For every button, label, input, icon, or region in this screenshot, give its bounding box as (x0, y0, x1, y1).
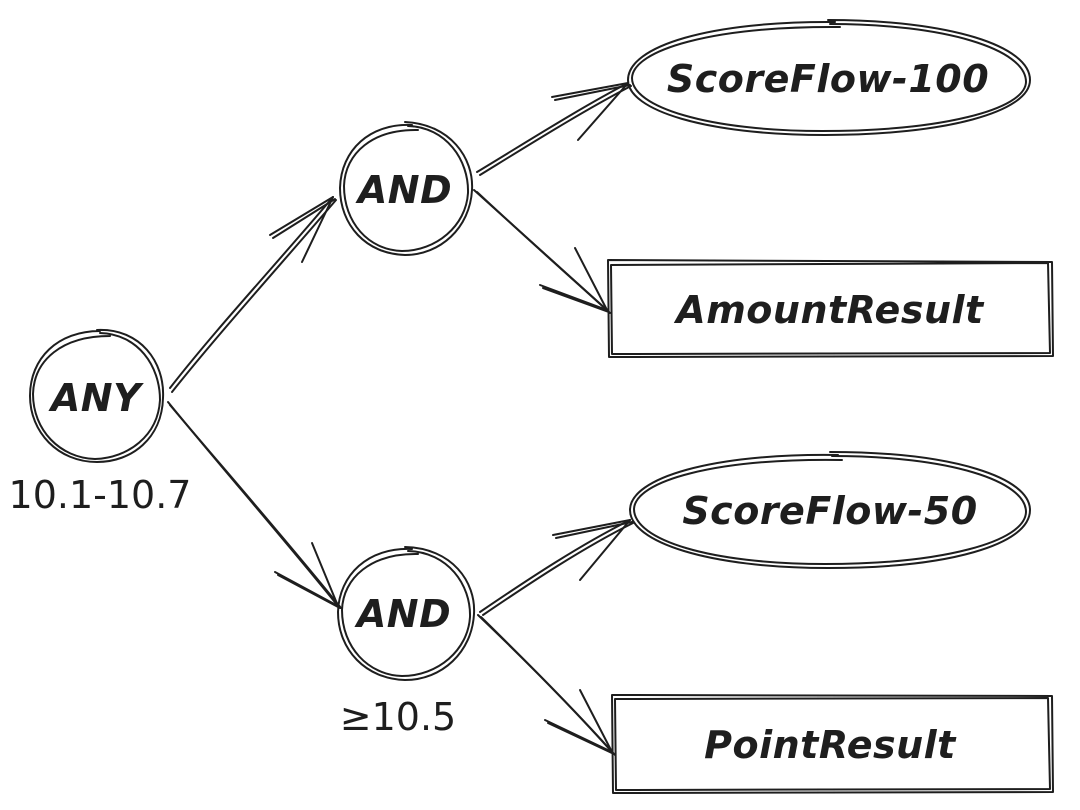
connector-and-bottom-to-pointresult (477, 614, 616, 756)
root-node-label: ANY (48, 376, 144, 420)
scoreflow-100-label: ScoreFlow-100 (667, 57, 989, 101)
connector-and-top-to-amountresult (473, 189, 611, 314)
arrowhead (539, 247, 610, 313)
arrowhead (269, 196, 336, 263)
root-node-annotation: 10.1-10.7 (9, 473, 192, 517)
arrowhead (552, 519, 633, 581)
pointresult-label: PointResult (704, 723, 957, 767)
scoreflow-50-label: ScoreFlow-50 (682, 489, 977, 533)
and-node-bottom-annotation: ≥10.5 (340, 695, 456, 739)
connector-root-to-and-bottom (167, 401, 342, 609)
and-node-bottom-label: AND (354, 592, 451, 636)
root-node: ANY (29, 328, 165, 463)
connector-and-top-to-scoreflow-100 (476, 82, 632, 176)
scoreflow-100-node: ScoreFlow-100 (627, 19, 1031, 136)
pointresult-node: PointResult (611, 694, 1054, 794)
and-node-bottom: AND (337, 546, 476, 681)
arrowhead (274, 542, 341, 609)
connector-and-bottom-to-scoreflow-50 (479, 519, 634, 616)
and-node-top: AND (339, 121, 474, 256)
arrowhead (551, 82, 631, 141)
amountresult-node: AmountResult (607, 259, 1054, 358)
arrowhead (544, 689, 615, 755)
scoreflow-50-node: ScoreFlow-50 (629, 451, 1031, 569)
and-node-top-label: AND (355, 168, 452, 212)
amountresult-label: AmountResult (673, 288, 985, 332)
connector-root-to-and-top (169, 196, 337, 393)
